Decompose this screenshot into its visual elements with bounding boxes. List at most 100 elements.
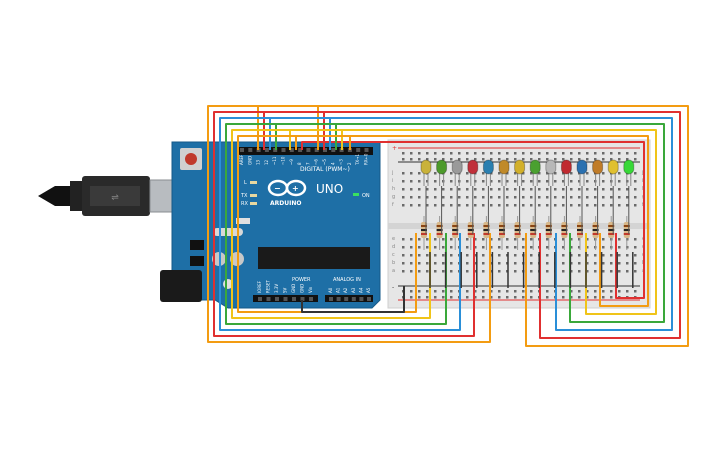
breadboard-hole[interactable] xyxy=(634,254,637,257)
breadboard-hole[interactable] xyxy=(490,152,493,155)
breadboard-hole[interactable] xyxy=(434,180,437,183)
breadboard-hole[interactable] xyxy=(482,296,485,299)
breadboard-hole[interactable] xyxy=(546,152,549,155)
breadboard-hole[interactable] xyxy=(562,196,565,199)
breadboard-hole[interactable] xyxy=(474,238,477,241)
breadboard-hole[interactable] xyxy=(610,254,613,257)
breadboard-hole[interactable] xyxy=(626,196,629,199)
breadboard-hole[interactable] xyxy=(562,152,565,155)
breadboard-hole[interactable] xyxy=(570,296,573,299)
breadboard-hole[interactable] xyxy=(410,238,413,241)
breadboard-hole[interactable] xyxy=(506,158,509,161)
led[interactable] xyxy=(560,159,572,234)
breadboard-hole[interactable] xyxy=(570,254,573,257)
breadboard-hole[interactable] xyxy=(586,158,589,161)
breadboard-hole[interactable] xyxy=(578,296,581,299)
breadboard-hole[interactable] xyxy=(634,196,637,199)
breadboard-hole[interactable] xyxy=(618,246,621,249)
digital-pin[interactable] xyxy=(289,148,294,152)
breadboard-hole[interactable] xyxy=(402,262,405,265)
breadboard-hole[interactable] xyxy=(570,270,573,273)
breadboard-hole[interactable] xyxy=(514,290,517,293)
breadboard-hole[interactable] xyxy=(434,270,437,273)
breadboard-hole[interactable] xyxy=(450,180,453,183)
breadboard-hole[interactable] xyxy=(634,188,637,191)
breadboard-hole[interactable] xyxy=(602,296,605,299)
breadboard-hole[interactable] xyxy=(490,296,493,299)
breadboard-hole[interactable] xyxy=(490,246,493,249)
breadboard-hole[interactable] xyxy=(634,262,637,265)
breadboard-hole[interactable] xyxy=(402,180,405,183)
breadboard-hole[interactable] xyxy=(466,270,469,273)
breadboard-hole[interactable] xyxy=(602,246,605,249)
breadboard-hole[interactable] xyxy=(450,196,453,199)
breadboard-hole[interactable] xyxy=(450,290,453,293)
breadboard-hole[interactable] xyxy=(594,262,597,265)
breadboard-hole[interactable] xyxy=(402,196,405,199)
breadboard-hole[interactable] xyxy=(538,172,541,175)
breadboard-hole[interactable] xyxy=(562,172,565,175)
breadboard-hole[interactable] xyxy=(490,188,493,191)
breadboard-hole[interactable] xyxy=(498,172,501,175)
breadboard-hole[interactable] xyxy=(458,196,461,199)
analog-pin[interactable] xyxy=(329,297,333,301)
breadboard-hole[interactable] xyxy=(410,172,413,175)
breadboard-hole[interactable] xyxy=(418,238,421,241)
breadboard-hole[interactable] xyxy=(410,254,413,257)
digital-pin[interactable] xyxy=(298,148,303,152)
breadboard-hole[interactable] xyxy=(618,158,621,161)
breadboard-hole[interactable] xyxy=(610,188,613,191)
digital-pin[interactable] xyxy=(248,148,253,152)
breadboard-hole[interactable] xyxy=(482,188,485,191)
breadboard-hole[interactable] xyxy=(538,152,541,155)
breadboard-hole[interactable] xyxy=(610,196,613,199)
breadboard-hole[interactable] xyxy=(458,204,461,207)
led[interactable] xyxy=(623,159,635,234)
breadboard-hole[interactable] xyxy=(466,196,469,199)
breadboard-hole[interactable] xyxy=(474,290,477,293)
breadboard-hole[interactable] xyxy=(418,152,421,155)
breadboard-hole[interactable] xyxy=(466,172,469,175)
breadboard-hole[interactable] xyxy=(570,172,573,175)
breadboard-hole[interactable] xyxy=(602,158,605,161)
breadboard-hole[interactable] xyxy=(474,204,477,207)
breadboard-hole[interactable] xyxy=(530,290,533,293)
breadboard-hole[interactable] xyxy=(458,152,461,155)
breadboard-hole[interactable] xyxy=(418,296,421,299)
breadboard-hole[interactable] xyxy=(426,152,429,155)
breadboard-hole[interactable] xyxy=(546,262,549,265)
breadboard-hole[interactable] xyxy=(578,290,581,293)
analog-pin[interactable] xyxy=(344,297,349,301)
breadboard-hole[interactable] xyxy=(594,158,597,161)
breadboard-hole[interactable] xyxy=(498,180,501,183)
breadboard-hole[interactable] xyxy=(442,262,445,265)
breadboard-hole[interactable] xyxy=(570,290,573,293)
breadboard-hole[interactable] xyxy=(450,270,453,273)
breadboard-hole[interactable] xyxy=(602,172,605,175)
breadboard-hole[interactable] xyxy=(618,196,621,199)
breadboard-hole[interactable] xyxy=(626,254,629,257)
power-pin[interactable] xyxy=(300,297,305,301)
breadboard-hole[interactable] xyxy=(562,180,565,183)
breadboard-hole[interactable] xyxy=(522,158,525,161)
breadboard-hole[interactable] xyxy=(634,204,637,207)
breadboard-hole[interactable] xyxy=(594,254,597,257)
led[interactable] xyxy=(576,159,588,234)
breadboard-hole[interactable] xyxy=(522,172,525,175)
breadboard-hole[interactable] xyxy=(514,172,517,175)
breadboard-hole[interactable] xyxy=(618,270,621,273)
breadboard-hole[interactable] xyxy=(418,158,421,161)
breadboard-hole[interactable] xyxy=(426,238,429,241)
led[interactable] xyxy=(420,159,432,234)
breadboard-hole[interactable] xyxy=(426,158,429,161)
led[interactable] xyxy=(514,159,526,234)
breadboard-hole[interactable] xyxy=(538,180,541,183)
breadboard-hole[interactable] xyxy=(418,204,421,207)
breadboard-hole[interactable] xyxy=(538,196,541,199)
breadboard-hole[interactable] xyxy=(586,262,589,265)
breadboard-hole[interactable] xyxy=(594,188,597,191)
breadboard-hole[interactable] xyxy=(442,270,445,273)
breadboard-hole[interactable] xyxy=(514,152,517,155)
breadboard-hole[interactable] xyxy=(578,204,581,207)
breadboard-hole[interactable] xyxy=(418,262,421,265)
